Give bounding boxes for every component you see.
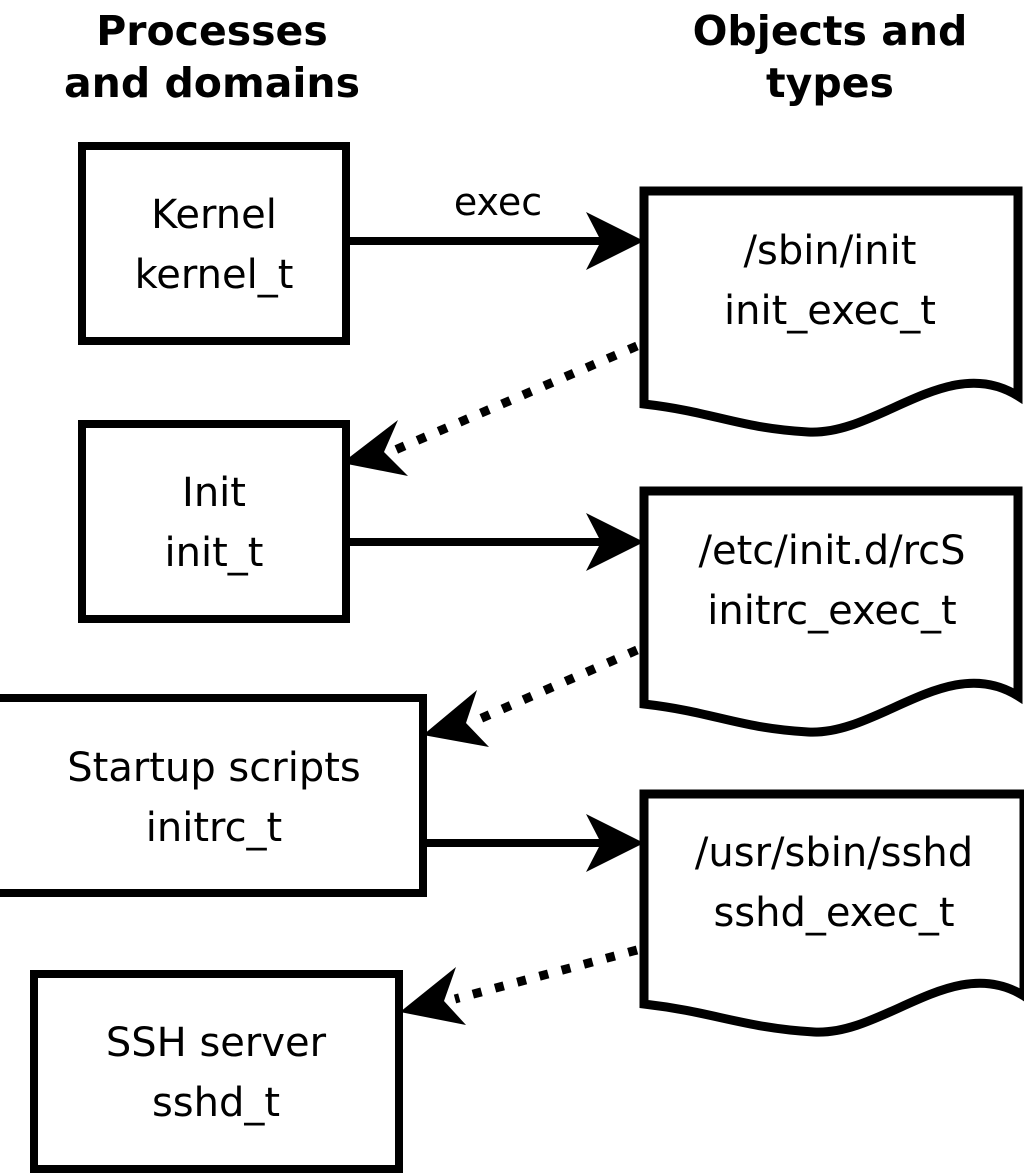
process-node-initrc-line1: Startup scripts [67,745,360,791]
edge-kernel-exec-init-exec: exec [350,180,644,270]
object-node-sshd-exec-document-shape [639,789,1024,1037]
column-header-processes-line2: and domains [64,59,360,107]
process-node-init-box [78,420,350,623]
object-node-sshd-exec-line2: sshd_exec_t [713,890,954,936]
process-node-init[interactable]: Init init_t [78,420,350,623]
object-node-initrc-exec-document-shape [639,486,1023,737]
object-node-init-exec-line1: /sbin/init [744,228,917,274]
edge-label-exec: exec [454,180,542,224]
edge-initrc-exec-to-initrc [423,645,639,747]
process-node-sshd-box [30,970,403,1173]
arrow-head-icon [423,690,489,747]
object-node-initrc-exec-line2: initrc_exec_t [707,588,956,634]
arrow-head-icon [586,814,644,872]
column-header-processes-line1: Processes [96,7,328,55]
object-node-sshd-exec-line1: /usr/sbin/sshd [695,830,973,876]
process-node-kernel[interactable]: Kernel kernel_t [78,142,350,345]
arrow-head-icon [586,513,644,571]
process-node-init-line2: init_t [165,530,264,576]
edge-sshd-exec-to-sshd [400,945,639,1025]
process-node-kernel-line2: kernel_t [135,252,294,298]
column-header-processes: Processes and domains [64,7,360,107]
process-node-kernel-line1: Kernel [151,192,277,238]
arrow-head-icon [342,420,408,476]
object-node-initrc-exec-line1: /etc/init.d/rcS [698,528,965,574]
process-node-initrc-line2: initrc_t [146,805,283,851]
object-node-init-exec[interactable]: /sbin/init init_exec_t [639,186,1023,437]
column-header-objects: Objects and types [693,7,968,107]
process-node-sshd-line1: SSH server [106,1020,327,1066]
edge-line [473,645,639,726]
process-node-sshd-line2: sshd_t [152,1080,280,1126]
column-header-objects-line1: Objects and [693,7,968,55]
arrow-head-icon [586,212,644,270]
edge-line [393,341,639,455]
column-header-objects-line2: types [766,59,894,107]
object-node-sshd-exec[interactable]: /usr/sbin/sshd sshd_exec_t [639,789,1024,1037]
object-node-init-exec-document-shape [639,186,1023,437]
process-node-sshd[interactable]: SSH server sshd_t [30,970,403,1173]
process-node-initrc-box [0,694,427,897]
edge-initrc-exec-sshd-exec [425,814,644,872]
object-node-init-exec-line2: init_exec_t [724,288,936,334]
edge-init-exec-initrc-exec [350,513,644,571]
process-node-init-line1: Init [182,470,246,516]
edge-line [453,945,639,1004]
process-node-initrc[interactable]: Startup scripts initrc_t [0,694,427,897]
arrow-head-icon [400,967,466,1025]
process-node-kernel-box [78,142,350,345]
object-node-initrc-exec[interactable]: /etc/init.d/rcS initrc_exec_t [639,486,1023,737]
edge-init-exec-to-init [342,341,639,476]
